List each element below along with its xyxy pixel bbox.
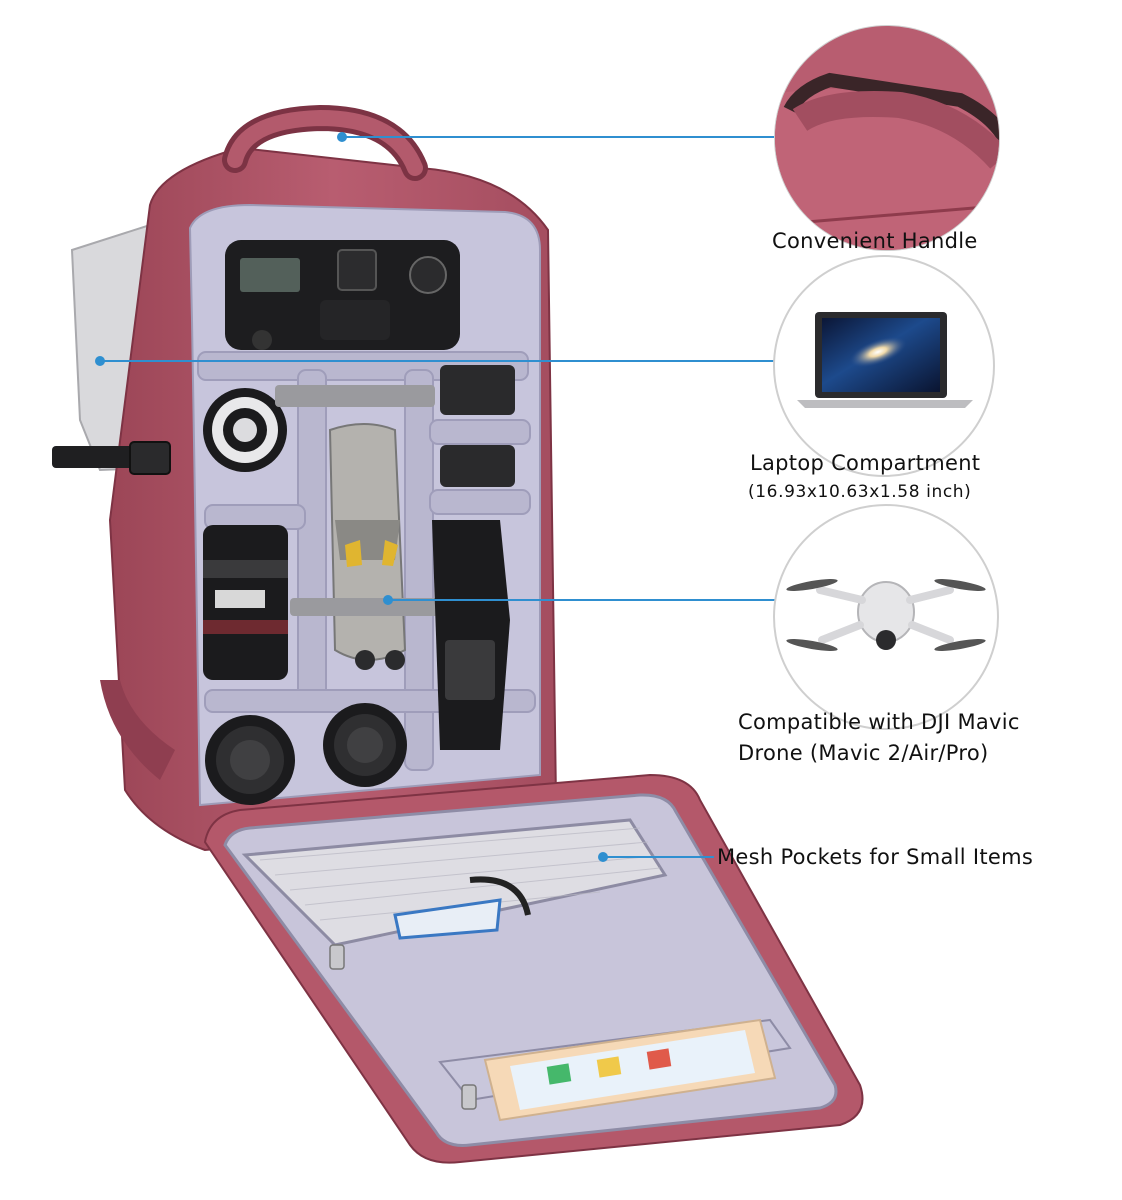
mesh-caption: Mesh Pockets for Small Items bbox=[717, 842, 1033, 873]
camera-body bbox=[225, 240, 460, 350]
bottom-pad bbox=[100, 680, 175, 780]
side-buckle bbox=[129, 441, 171, 475]
mesh-pocket bbox=[241, 818, 668, 947]
lens-cap bbox=[203, 388, 287, 472]
callout-lines bbox=[95, 132, 776, 862]
laptop-caption: Laptop Compartment (16.93x10.63x1.58 inc… bbox=[748, 448, 981, 505]
velcro-strap bbox=[275, 385, 435, 407]
laptop-label: Laptop Compartment bbox=[750, 451, 981, 475]
handle-detail-circle bbox=[774, 25, 1000, 251]
drone-label-line1: Compatible with DJI Mavic bbox=[738, 710, 1020, 734]
drone-caption: Compatible with DJI Mavic Drone (Mavic 2… bbox=[738, 707, 1020, 769]
batteries bbox=[440, 365, 515, 487]
speedlight-flash bbox=[432, 520, 510, 750]
drone-in-bag bbox=[328, 423, 407, 670]
drone-detail-circle bbox=[773, 504, 999, 730]
prime-lenses bbox=[205, 703, 407, 805]
tablet-in-pocket bbox=[483, 1018, 777, 1122]
backpack bbox=[52, 104, 864, 1164]
mesh-label: Mesh Pockets for Small Items bbox=[717, 845, 1034, 869]
laptop-detail-circle bbox=[773, 255, 995, 477]
handle-label: Convenient Handle bbox=[772, 229, 978, 253]
drone-label-line2: Drone (Mavic 2/Air/Pro) bbox=[738, 741, 989, 765]
zoom-lens bbox=[203, 525, 288, 680]
laptop-dimensions: (16.93x10.63x1.58 inch) bbox=[748, 482, 972, 502]
side-strap bbox=[52, 446, 152, 468]
handle-caption: Convenient Handle bbox=[772, 226, 978, 257]
